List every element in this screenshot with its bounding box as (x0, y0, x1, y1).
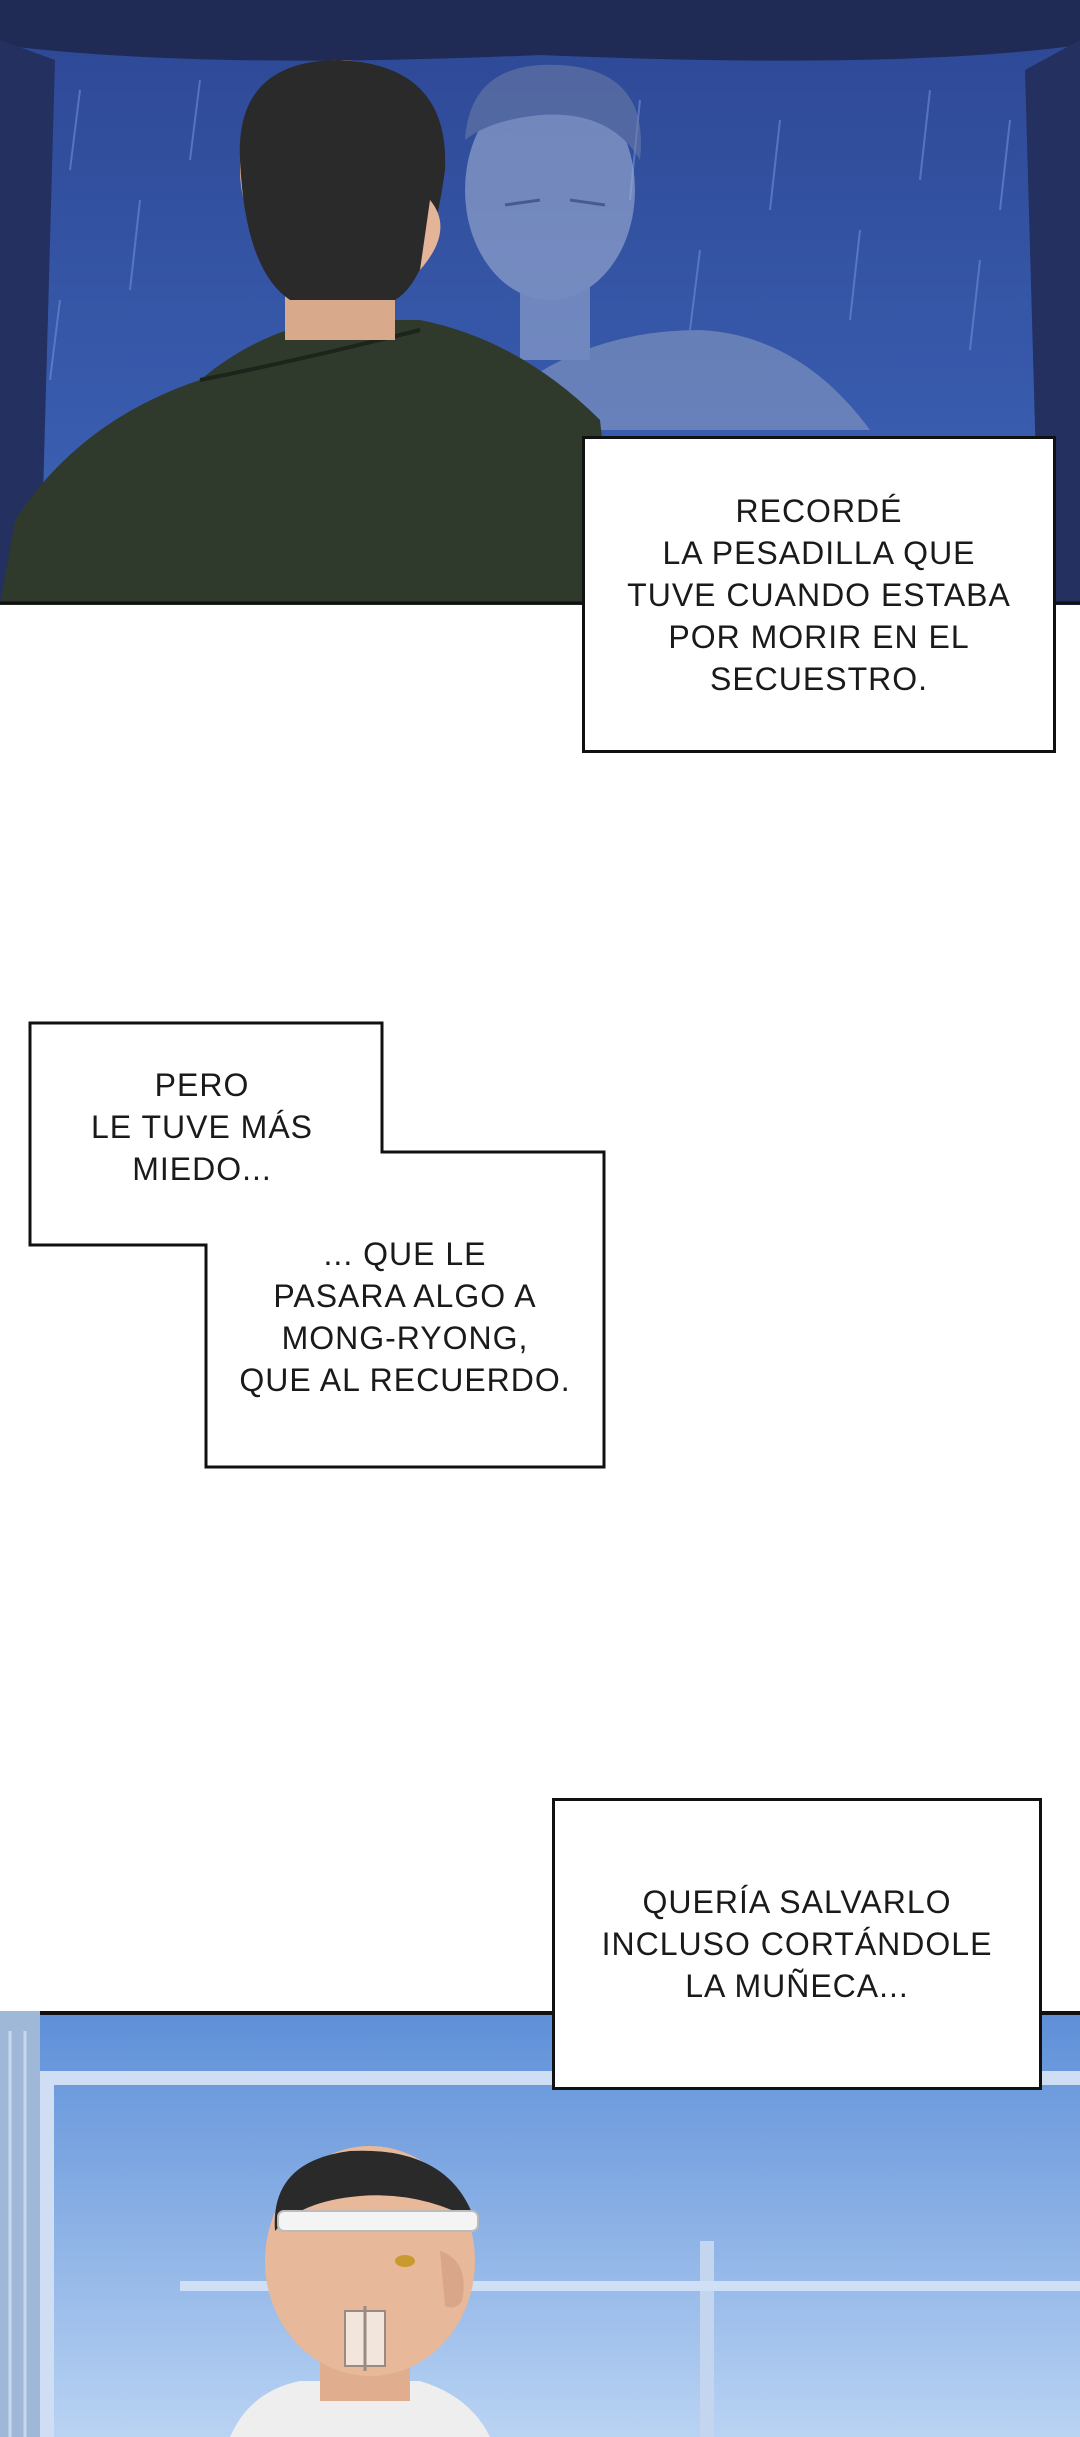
top-panel-rain-scene (0, 0, 1080, 605)
caption-nightmare-text: RECORDÉ LA PESADILLA QUE TUVE CUANDO EST… (627, 492, 1011, 697)
stepped-caption-frame (28, 1021, 606, 1469)
caption-fear-part2: ... QUE LE PASARA ALGO A MONG-RYONG, QUE… (239, 1236, 571, 1398)
caption-fear-part1: PERO LE TUVE MÁS MIEDO... (90, 1067, 314, 1187)
caption-nightmare: RECORDÉ LA PESADILLA QUE TUVE CUANDO EST… (582, 436, 1056, 753)
caption-save-him-text: QUERÍA SALVARLO INCLUSO CORTÁNDOLE LA MU… (601, 1884, 993, 2004)
caption-save-him: QUERÍA SALVARLO INCLUSO CORTÁNDOLE LA MU… (552, 1798, 1042, 2090)
rain-scene-illustration (0, 0, 1080, 605)
